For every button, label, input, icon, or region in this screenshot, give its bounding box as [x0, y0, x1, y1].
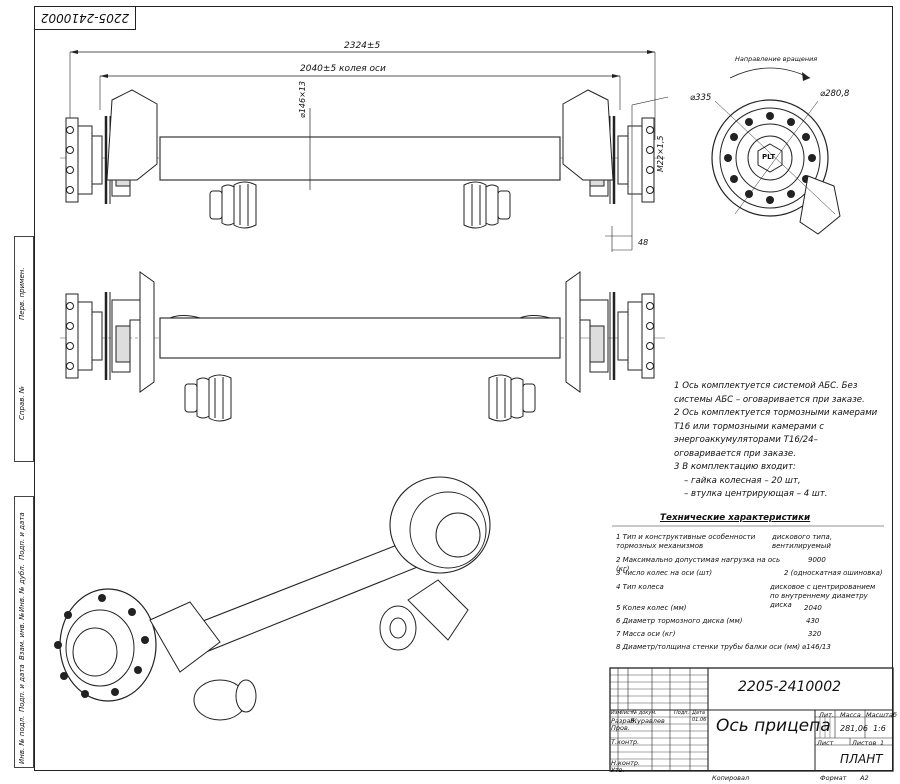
- axle-isometric-view: [54, 476, 491, 721]
- tb-izm: Изм.: [611, 710, 623, 716]
- dim-total-length: 2324±5: [344, 41, 381, 51]
- spec-label-3: 3 Число колес на оси (шт): [616, 569, 713, 577]
- note-3: 3 В комплектацию входит:: [674, 462, 796, 472]
- tb-sheets-value: 1: [880, 739, 885, 747]
- tb-mass: 281,06: [840, 724, 868, 733]
- hub-logo: PLT: [762, 153, 776, 161]
- tb-tkontr: Т.контр.: [611, 738, 640, 746]
- tb-head-mass: Масса: [840, 711, 861, 719]
- hub-side-view: [711, 67, 841, 235]
- tb-company: ПЛАНТ: [840, 752, 883, 766]
- spec-value-7: 320: [808, 630, 822, 638]
- tb-kopiroval: Копировал: [712, 774, 750, 782]
- tb-doc: № докум.: [632, 710, 657, 716]
- tb-sheet: Лист: [817, 739, 834, 747]
- tb-razrab: Разраб.: [611, 717, 637, 725]
- tb-scale: 1:6: [873, 724, 886, 733]
- tb-date: Дата: [692, 710, 705, 716]
- rotation-label: Направление вращения: [735, 55, 818, 63]
- spec-value-6: 430: [806, 617, 820, 625]
- dim-tube: ⌀146×13: [298, 81, 307, 118]
- spec-label-8: 8 Диаметр/толщина стенки трубы балки оси…: [616, 643, 801, 651]
- spec-label-1: 1 Тип и конструктивные особенности тормо…: [616, 533, 756, 550]
- tb-nkontr: Н.контр.: [611, 759, 641, 767]
- spec-value-3: 2 (односкатная ошиновка): [784, 569, 883, 577]
- spec-value-5: 2040: [804, 604, 822, 612]
- tb-sign: Подп.: [674, 710, 690, 716]
- tb-razrab-name: Журавлев: [630, 717, 665, 725]
- axle-front-view: [60, 271, 665, 422]
- drawing-frame: [34, 6, 893, 771]
- spec-label-2: 2 Максимально допустимая нагрузка на ось…: [616, 556, 781, 573]
- side-stamp-column-lower: [14, 496, 34, 768]
- axle-top-view: [60, 50, 669, 252]
- spec-label-6: 6 Диаметр тормозного диска (мм): [616, 617, 743, 625]
- note-1: 1 Ось комплектуется системой АБС. Без си…: [674, 381, 865, 405]
- title-block-grid: [609, 667, 894, 772]
- spec-value-2: 9000: [808, 556, 826, 564]
- title-block-name: Ось прицепа: [716, 716, 831, 736]
- tb-list: Лист: [620, 710, 633, 716]
- note-3b: – втулка центрирующая – 4 шт.: [684, 489, 828, 499]
- tb-prov: Пров.: [611, 724, 630, 732]
- note-2: 2 Ось комплектуется тормозными камерами …: [674, 408, 878, 459]
- spec-label-4: 4 Тип колеса: [616, 583, 664, 591]
- notes-block: 1 Ось комплектуется системой АБС. Без си…: [674, 380, 884, 502]
- dim-stud: M22×1,5: [656, 135, 665, 172]
- side-stamp-column: [14, 236, 34, 462]
- title-block-designation: 2205-2410002: [738, 679, 842, 695]
- spec-value-8: ⌀146/13: [802, 643, 831, 651]
- tb-head-lit: Лит.: [819, 711, 834, 719]
- spec-label-5: 5 Колея колес (мм): [616, 604, 687, 612]
- specs-title: Технические характеристики: [660, 513, 811, 523]
- tb-head-scale: Масштаб: [866, 711, 897, 719]
- tb-format: Формат: [820, 774, 847, 782]
- spec-value-1: дискового типа, вентилируемый: [772, 533, 833, 550]
- dim-track-width: 2040±5 колея оси: [300, 64, 386, 74]
- tb-sheets: Листов: [852, 739, 877, 747]
- dim-offset: 48: [638, 238, 649, 247]
- dim-disc-outer: ⌀335: [690, 93, 712, 103]
- spec-value-4: дисковое с центрированием по внутреннему…: [770, 583, 876, 609]
- tb-utv: Утв.: [611, 766, 625, 774]
- note-3a: – гайка колесная – 20 шт,: [684, 475, 801, 486]
- tb-format-value: А2: [860, 774, 869, 782]
- tb-date-value: 01.06: [692, 717, 707, 723]
- dim-disc-inner: ⌀280,8: [820, 89, 850, 99]
- spec-label-7: 7 Масса оси (кг): [616, 630, 676, 638]
